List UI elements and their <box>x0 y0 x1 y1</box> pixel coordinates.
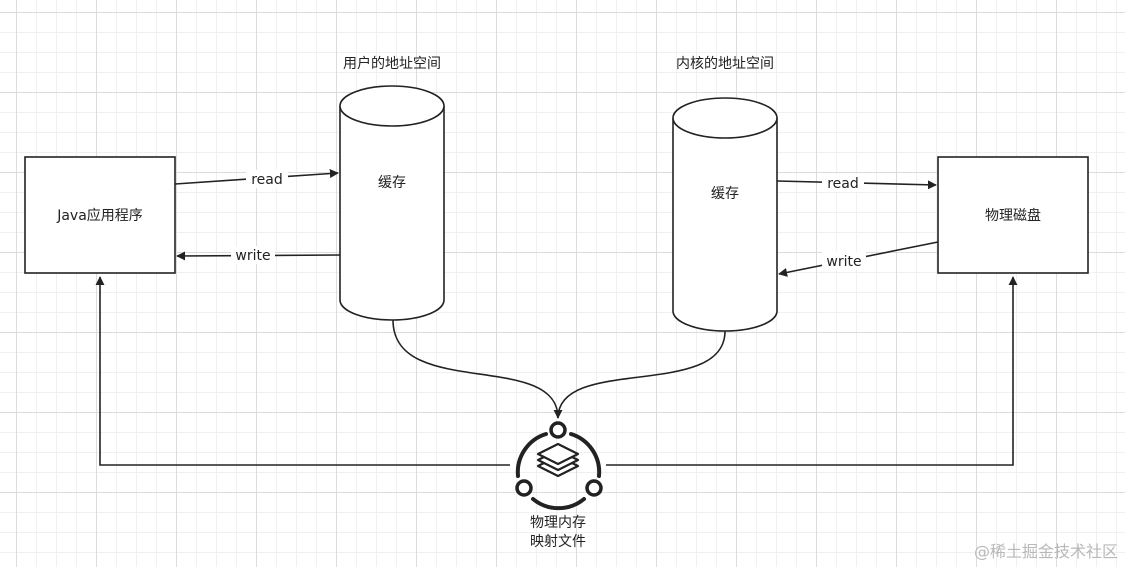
user-cache-label: 缓存 <box>378 175 406 191</box>
edge-app-to-user-cache: read <box>174 169 339 188</box>
edge-user-cache-to-app: write <box>176 246 341 264</box>
user-cache-cylinder[interactable]: 缓存 <box>339 85 445 321</box>
edge-app-to-user-cache-label: read <box>251 172 283 188</box>
edge-kernel-cache-to-mmap <box>557 330 726 419</box>
kernel-space-title: 内核的地址空间 <box>676 56 774 72</box>
edge-mmap-to-disk <box>606 276 1018 466</box>
edge-disk-to-kernel-cache: write <box>778 241 939 277</box>
memory-map-cycle-icon <box>515 421 603 511</box>
java-app-label: Java应用程序 <box>56 207 143 224</box>
kernel-cache-cylinder[interactable]: 缓存 <box>672 97 778 332</box>
kernel-cache-label: 缓存 <box>711 186 739 202</box>
mmap-node[interactable]: 物理内存 映射文件 <box>515 421 603 550</box>
edge-user-cache-to-app-label: write <box>235 248 270 264</box>
edge-mmap-to-app <box>95 276 510 466</box>
java-app-node[interactable]: Java应用程序 <box>24 156 176 274</box>
mmap-label-line2: 映射文件 <box>530 534 586 550</box>
edge-disk-to-kernel-cache-label: write <box>826 254 861 270</box>
edge-kernel-cache-to-disk: read <box>776 174 937 192</box>
user-space-title: 用户的地址空间 <box>343 55 441 72</box>
disk-node[interactable]: 物理磁盘 <box>937 156 1089 274</box>
edge-user-cache-to-mmap <box>392 319 563 419</box>
layers-icon <box>536 442 580 478</box>
disk-label: 物理磁盘 <box>985 207 1041 224</box>
watermark: @稀土掘金技术社区 <box>974 542 1118 561</box>
mmap-label-line1: 物理内存 <box>530 515 586 531</box>
edge-kernel-cache-to-disk-label: read <box>827 176 859 192</box>
